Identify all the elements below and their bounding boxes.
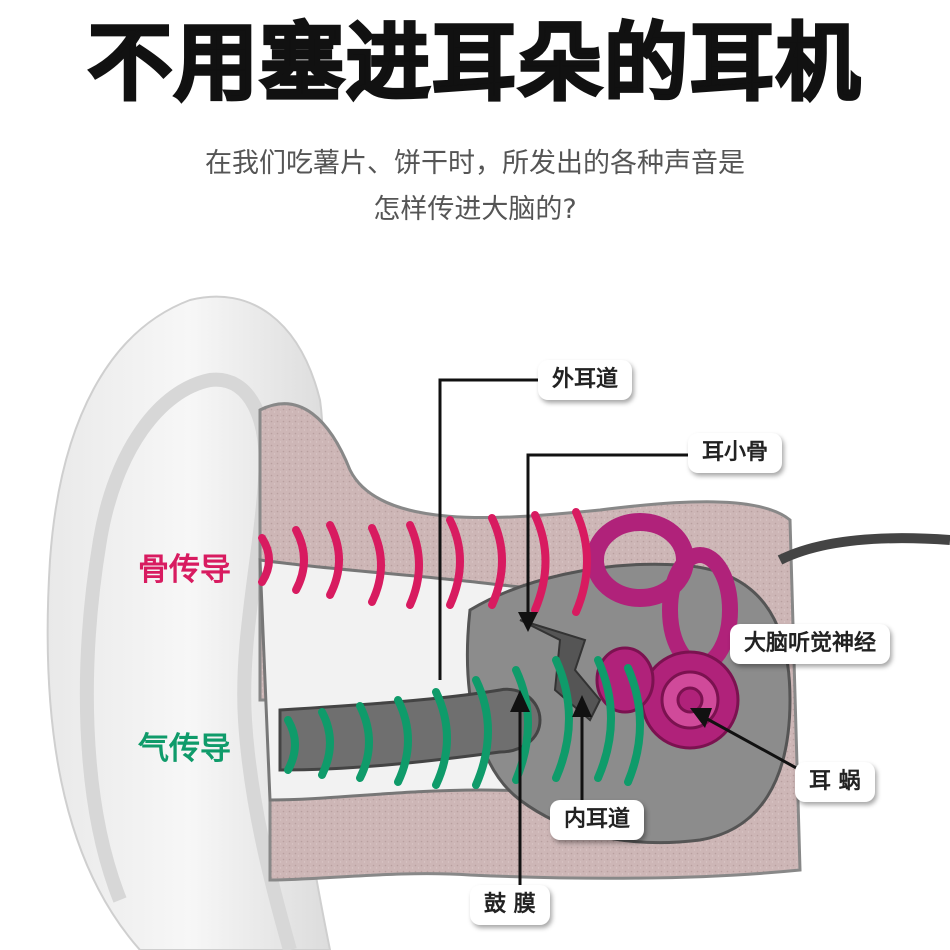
label-bone-conduction: 骨传导 bbox=[138, 552, 231, 588]
subtitle-line-1: 在我们吃薯片、饼干时，所发出的各种声音是 bbox=[205, 148, 745, 179]
callout-arrowheads bbox=[510, 612, 712, 728]
callout-outer-ear-canal: 外耳道 bbox=[538, 360, 633, 400]
callout-cochlea: 耳 蜗 bbox=[795, 762, 875, 802]
callout-lines bbox=[438, 378, 801, 900]
callout-ossicles: 耳小骨 bbox=[688, 433, 783, 473]
callout-eardrum: 鼓 膜 bbox=[470, 885, 550, 925]
callout-inner-ear-canal: 内耳道 bbox=[550, 800, 645, 840]
subtitle-line-2: 怎样传进大脑的? bbox=[373, 194, 577, 225]
page-title: 不用塞进耳朵的耳机 bbox=[86, 13, 862, 114]
label-air-conduction: 气传导 bbox=[138, 731, 231, 767]
air-conduction-waves bbox=[284, 656, 644, 789]
bone-conduction-waves bbox=[258, 508, 591, 616]
ear-inner-fold bbox=[79, 372, 297, 950]
earphone-cable bbox=[777, 533, 950, 565]
callout-auditory-nerve: 大脑听觉神经 bbox=[730, 624, 891, 664]
